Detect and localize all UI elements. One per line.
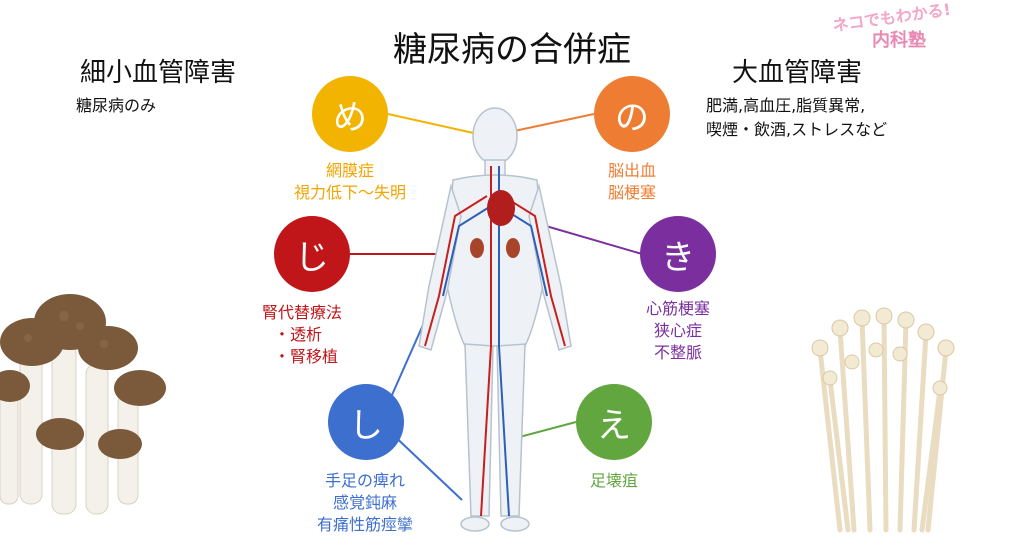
label-ki-line-1: 心筋梗塞	[608, 298, 748, 320]
label-shi-line-2: 感覚鈍麻	[270, 492, 460, 514]
label-ki: 心筋梗塞 狭心症 不整脈	[608, 298, 748, 364]
label-shi-line-1: 手足の痺れ	[270, 470, 460, 492]
circle-e: え	[576, 384, 652, 460]
circle-ki: き	[640, 216, 716, 292]
circle-ji: じ	[274, 216, 350, 292]
label-ji: 腎代替療法 ・透析 ・腎移植	[262, 302, 402, 368]
label-ji-line-1: 腎代替療法	[262, 302, 402, 324]
label-shi-line-3: 有痛性筋痙攣	[270, 514, 460, 536]
label-ji-line-2: ・透析	[262, 324, 402, 346]
label-ki-line-2: 狭心症	[608, 320, 748, 342]
label-ki-line-3: 不整脈	[608, 342, 748, 364]
label-e-line-1: 足壊疽	[554, 470, 674, 492]
label-me-line-1: 網膜症	[250, 160, 450, 182]
label-no-line-1: 脳出血	[562, 160, 702, 182]
label-shi: 手足の痺れ 感覚鈍麻 有痛性筋痙攣	[270, 470, 460, 536]
label-me-line-2: 視力低下〜失明	[250, 182, 450, 204]
enoki-mushroom-image	[790, 290, 970, 540]
shimeji-mushroom-image	[0, 284, 180, 534]
label-ji-line-3: ・腎移植	[262, 346, 402, 368]
label-no: 脳出血 脳梗塞	[562, 160, 702, 204]
label-me: 網膜症 視力低下〜失明	[250, 160, 450, 204]
label-no-line-2: 脳梗塞	[562, 182, 702, 204]
circle-shi: し	[328, 384, 404, 460]
circle-no: の	[594, 76, 670, 152]
label-e: 足壊疽	[554, 470, 674, 492]
circle-me: め	[312, 76, 388, 152]
